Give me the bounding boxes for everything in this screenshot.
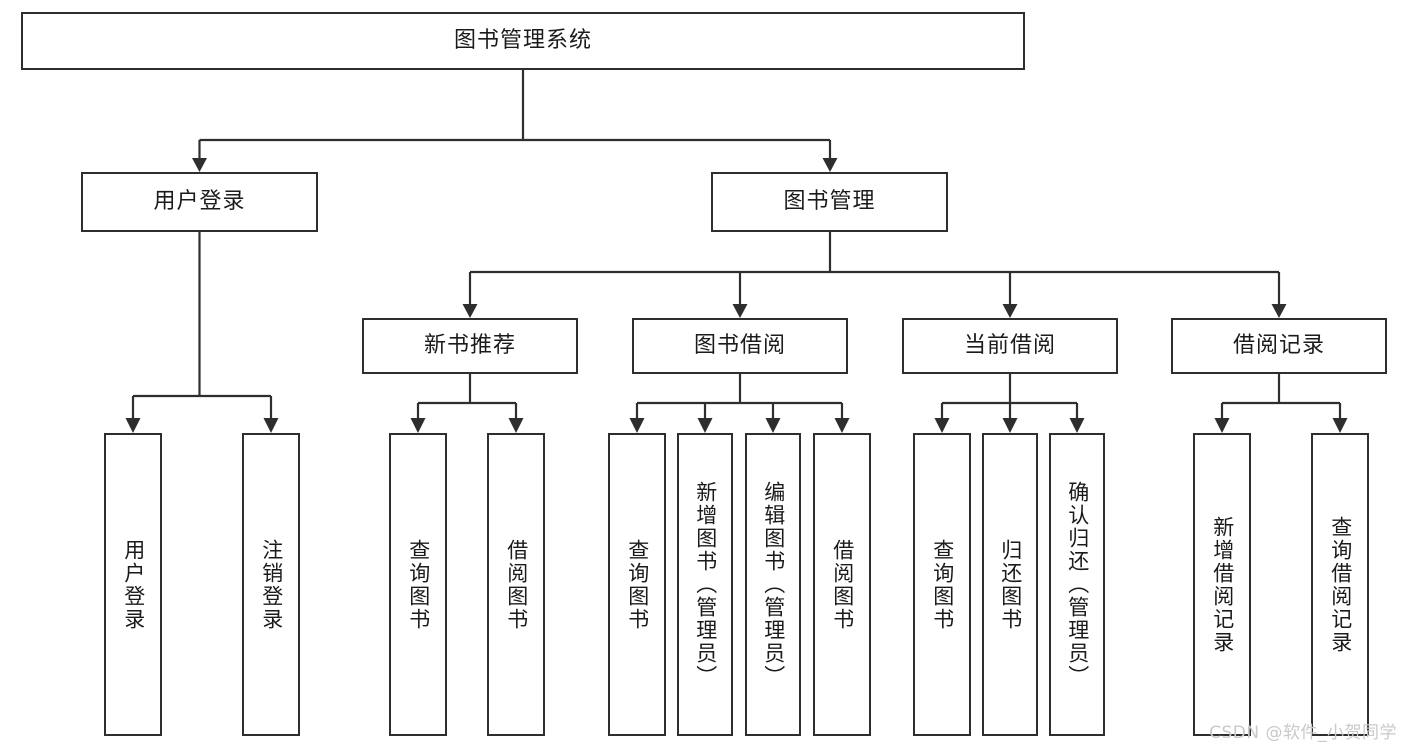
node-label: 借阅图书 — [830, 538, 855, 631]
node-leaf-user-logout[interactable]: 注销登录 — [242, 433, 300, 736]
node-label: 确认归还（管理员） — [1065, 481, 1090, 688]
node-root-book-management-system[interactable]: 图书管理系统 — [21, 12, 1025, 70]
node-label: 当前借阅 — [963, 332, 1056, 358]
node-label: 新增借阅记录 — [1210, 515, 1235, 654]
node-label: 图书借阅 — [693, 332, 786, 358]
node-leaf-borrow-book-recommend[interactable]: 借阅图书 — [487, 433, 545, 736]
node-leaf-borrow-book[interactable]: 借阅图书 — [813, 433, 871, 736]
node-book-borrow[interactable]: 图书借阅 — [632, 318, 848, 374]
node-label: 查询图书 — [930, 538, 955, 631]
node-new-book-recommend[interactable]: 新书推荐 — [362, 318, 578, 374]
node-label: 借阅图书 — [504, 538, 529, 631]
node-leaf-return-book[interactable]: 归还图书 — [982, 433, 1038, 736]
node-label: 编辑图书（管理员） — [761, 481, 786, 688]
node-label: 查询图书 — [406, 538, 431, 631]
watermark: CSDN @软件_小贺同学 — [1209, 723, 1397, 743]
node-label: 注销登录 — [259, 538, 284, 631]
node-label: 归还图书 — [998, 538, 1023, 631]
node-leaf-query-book-borrow[interactable]: 查询图书 — [608, 433, 666, 736]
node-borrow-record[interactable]: 借阅记录 — [1171, 318, 1387, 374]
node-leaf-confirm-return-admin[interactable]: 确认归还（管理员） — [1049, 433, 1105, 736]
node-label: 查询借阅记录 — [1328, 515, 1353, 654]
node-current-borrow[interactable]: 当前借阅 — [902, 318, 1118, 374]
node-label: 用户登录 — [121, 538, 146, 631]
node-label: 查询图书 — [625, 538, 650, 631]
node-leaf-user-login[interactable]: 用户登录 — [104, 433, 162, 736]
node-leaf-add-book-admin[interactable]: 新增图书（管理员） — [677, 433, 733, 736]
node-leaf-add-borrow-record[interactable]: 新增借阅记录 — [1193, 433, 1251, 736]
node-book-management[interactable]: 图书管理 — [711, 172, 948, 232]
node-leaf-edit-book-admin[interactable]: 编辑图书（管理员） — [745, 433, 801, 736]
node-label: 图书管理系统 — [453, 27, 592, 53]
node-label: 新书推荐 — [423, 332, 516, 358]
node-label: 用户登录 — [153, 188, 246, 214]
node-user-login[interactable]: 用户登录 — [81, 172, 318, 232]
node-label: 新增图书（管理员） — [693, 481, 718, 688]
node-leaf-query-book-current[interactable]: 查询图书 — [913, 433, 971, 736]
node-leaf-query-borrow-record[interactable]: 查询借阅记录 — [1311, 433, 1369, 736]
node-label: 图书管理 — [783, 188, 876, 214]
node-label: 借阅记录 — [1232, 332, 1325, 358]
node-leaf-query-book-recommend[interactable]: 查询图书 — [389, 433, 447, 736]
